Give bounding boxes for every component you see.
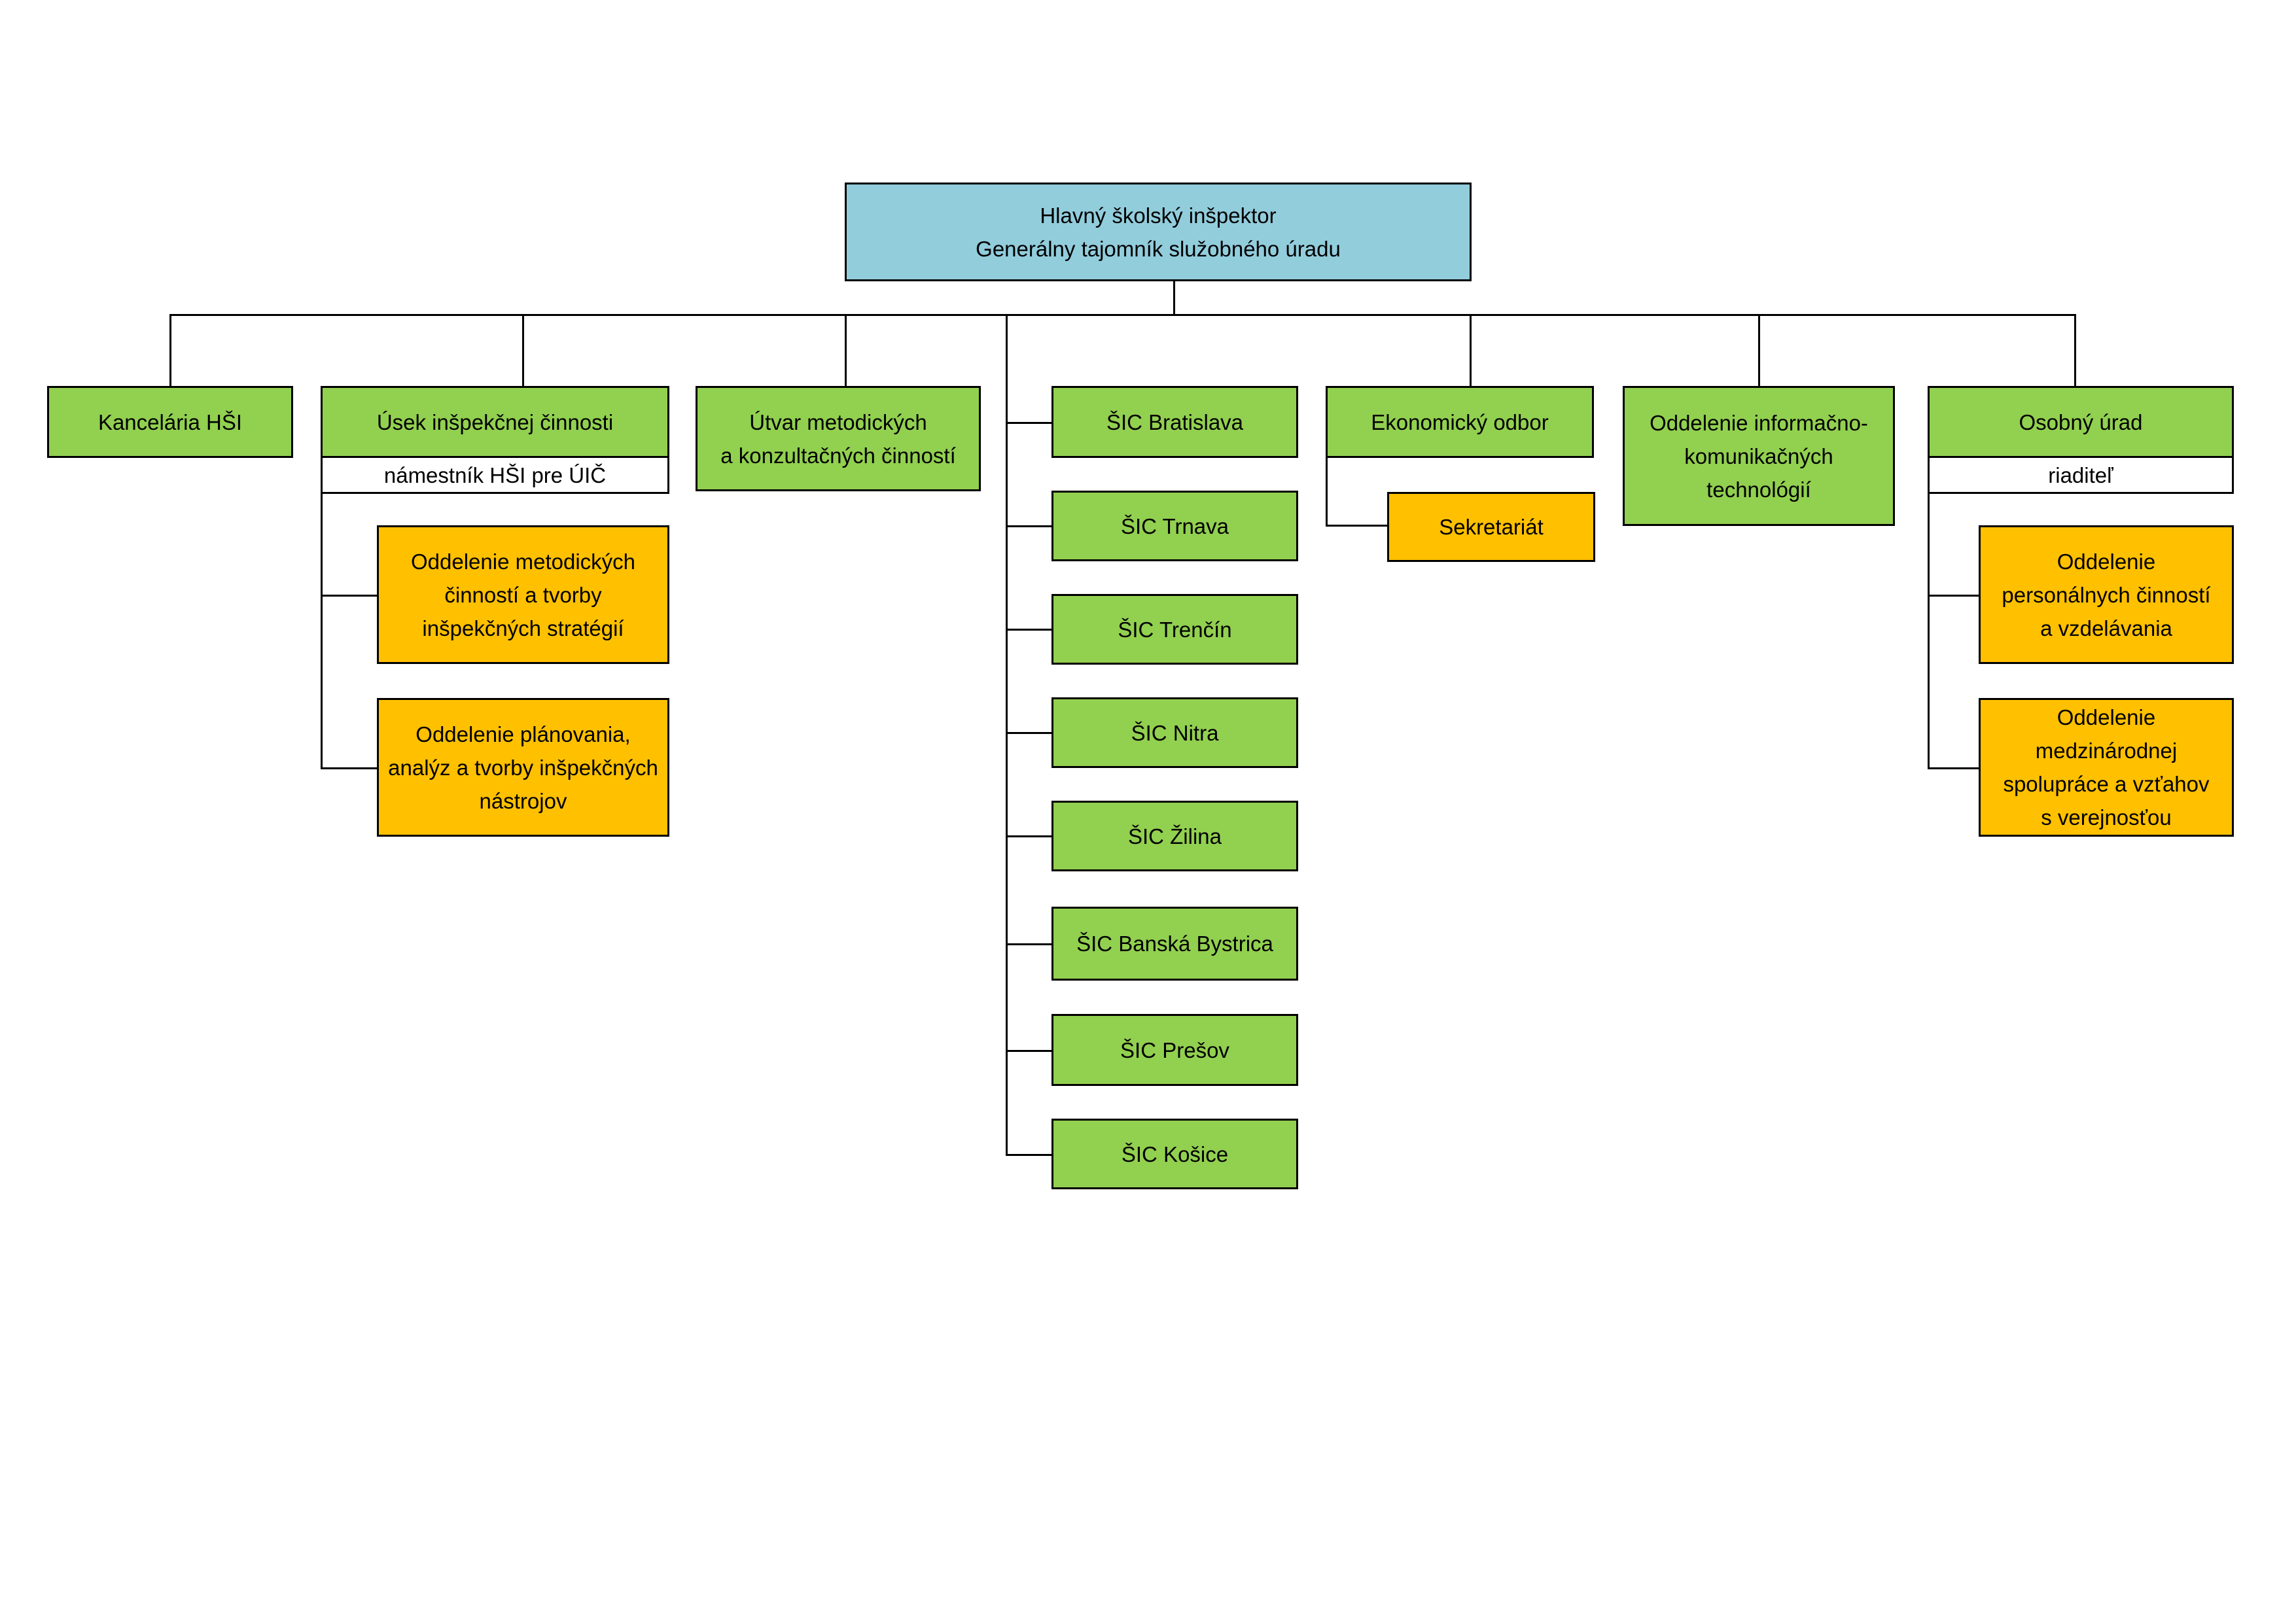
connector-osobny (2074, 314, 2076, 386)
usek-deputy-label: námestník HŠI pre ÚIČ (321, 456, 669, 494)
connector-usek (522, 314, 524, 386)
connector-ekonomicky (1470, 314, 1472, 386)
usek-dept-planning-box: Oddelenie plánovania, analýz a tvorby in… (377, 698, 669, 837)
connector-osobny-dept1 (1928, 595, 1979, 597)
connector-top-trunk (1173, 281, 1175, 316)
ekonomicky-box: Ekonomický odbor (1326, 386, 1594, 458)
osobny-dept-personnel-box: Oddelenie personálnych činností a vzdelá… (1979, 525, 2234, 664)
sic-presov-box: ŠIC Prešov (1051, 1014, 1298, 1086)
usek-dept-methodical-box: Oddelenie metodických činností a tvorby … (377, 525, 669, 664)
head-inspector-title: Hlavný školský inšpektor (1040, 203, 1277, 228)
sic-trnava-box: ŠIC Trnava (1051, 491, 1298, 561)
connector-osobny-spine (1928, 492, 1930, 769)
osobny-director-label: riaditeľ (1928, 456, 2234, 494)
connector-sic-branch (1006, 1154, 1051, 1156)
head-secretary-title: Generálny tajomník služobného úradu (976, 236, 1341, 261)
connector-sic-branch (1006, 1050, 1051, 1052)
sic-trencin-box: ŠIC Trenčín (1051, 594, 1298, 665)
osobny-dept-international-box: Oddelenie medzinárodnej spolupráce a vzť… (1979, 698, 2234, 837)
connector-sic-branch (1006, 422, 1051, 424)
connector-osobny-dept2 (1928, 767, 1979, 769)
connector-usek-dept1 (321, 595, 377, 597)
connector-sic-spine (1006, 314, 1008, 1156)
sic-kosice-box: ŠIC Košice (1051, 1119, 1298, 1189)
sic-zilina-box: ŠIC Žilina (1051, 801, 1298, 871)
sic-banska-bystrica-box: ŠIC Banská Bystrica (1051, 907, 1298, 981)
head-inspector-box: Hlavný školský inšpektor Generálny tajom… (845, 183, 1472, 281)
usek-box: Úsek inšpekčnej činnosti (321, 386, 669, 458)
connector-sic-branch (1006, 732, 1051, 734)
connector-ikt (1758, 314, 1760, 386)
connector-kancelaria (169, 314, 171, 386)
ikt-box: Oddelenie informačno- komunikačných tech… (1623, 386, 1895, 526)
connector-sic-branch (1006, 835, 1051, 837)
connector-sic-branch (1006, 629, 1051, 631)
connector-utvar (845, 314, 847, 386)
connector-sekretariat (1326, 525, 1387, 527)
connector-sic-branch (1006, 525, 1051, 527)
connector-sic-branch (1006, 943, 1051, 945)
connector-main-bus (169, 314, 2076, 316)
connector-usek-spine (321, 492, 323, 769)
kancelaria-box: Kancelária HŠI (47, 386, 293, 458)
utvar-box: Útvar metodických a konzultačných činnos… (696, 386, 981, 491)
sic-bratislava-box: ŠIC Bratislava (1051, 386, 1298, 458)
sekretariat-box: Sekretariát (1387, 492, 1595, 562)
connector-ekonomicky-spine (1326, 457, 1328, 527)
osobny-urad-box: Osobný úrad (1928, 386, 2234, 458)
sic-nitra-box: ŠIC Nitra (1051, 697, 1298, 768)
connector-usek-dept2 (321, 767, 377, 769)
